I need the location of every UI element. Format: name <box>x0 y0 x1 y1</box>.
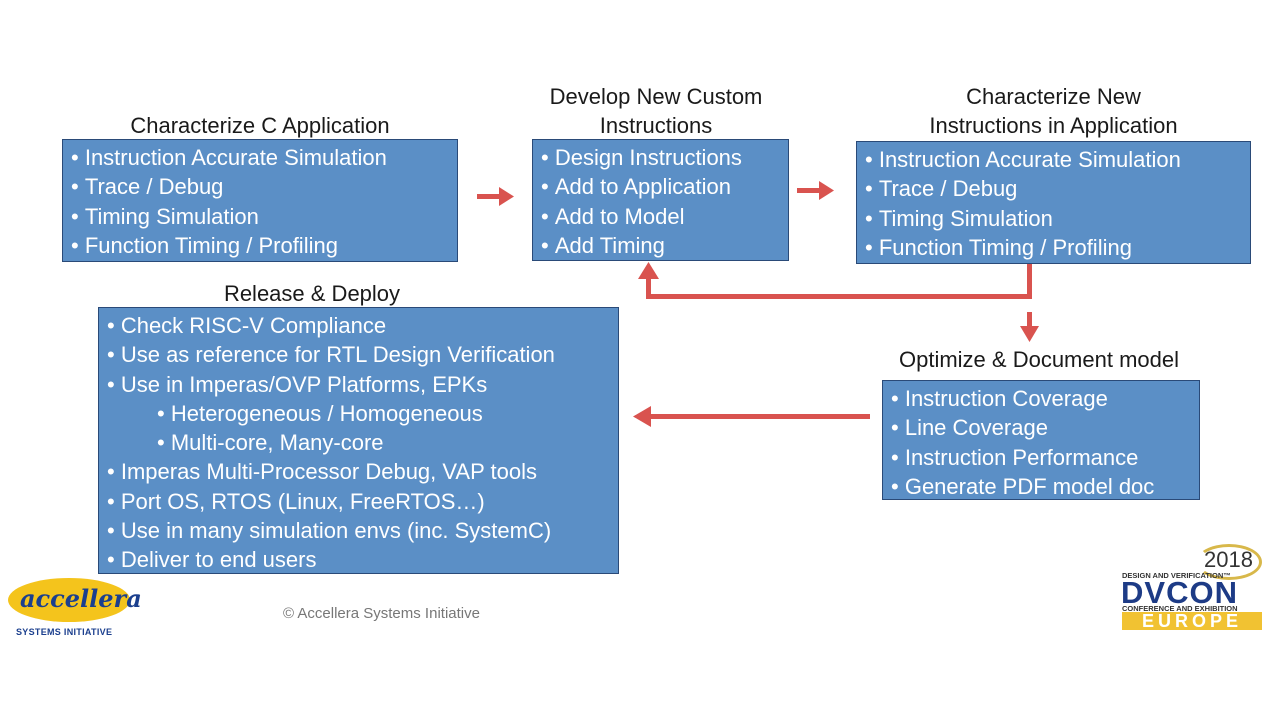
dvcon-region: EUROPE <box>1122 612 1262 630</box>
list-item: Function Timing / Profiling <box>71 231 449 260</box>
list-item: Use in Imperas/OVP Platforms, EPKs <box>107 370 610 399</box>
list-item: Deliver to end users <box>107 545 610 574</box>
release-title: Release & Deploy <box>223 281 401 306</box>
list-item: Timing Simulation <box>865 204 1242 233</box>
list-item: Trace / Debug <box>71 172 449 201</box>
logo-oval <box>8 578 130 622</box>
release-box: Check RISC-V Compliance Use as reference… <box>98 307 619 574</box>
list-item: Add Timing <box>541 231 780 260</box>
accellera-logo-word: accellera <box>20 584 142 613</box>
accellera-logo: accellera SYSTEMS INITIATIVE <box>8 576 142 640</box>
characterize-box: Instruction Accurate Simulation Trace / … <box>62 139 458 262</box>
list-item: Check RISC-V Compliance <box>107 311 610 340</box>
list-item: Trace / Debug <box>865 174 1242 203</box>
arrow-down-icon <box>1020 312 1039 342</box>
list-item: Instruction Coverage <box>891 384 1191 413</box>
list-item: Function Timing / Profiling <box>865 233 1242 262</box>
characterize-new-title: Characterize New Instructions in Applica… <box>929 84 1178 138</box>
characterize-new-box: Instruction Accurate Simulation Trace / … <box>856 141 1251 264</box>
arrow-left-icon <box>633 406 870 427</box>
dvcon-logo: 2018 DESIGN AND VERIFICATION™ DVCON CONF… <box>1118 542 1268 634</box>
list-item: Instruction Accurate Simulation <box>865 145 1242 174</box>
list-item: Design Instructions <box>541 143 780 172</box>
optimize-box: Instruction Coverage Line Coverage Instr… <box>882 380 1200 500</box>
accellera-logo-subtitle: SYSTEMS INITIATIVE <box>16 627 113 637</box>
arrow-right-icon <box>477 187 514 206</box>
list-item: Add to Model <box>541 202 780 231</box>
list-item: Add to Application <box>541 172 780 201</box>
list-item: Generate PDF model doc <box>891 472 1191 501</box>
list-item: Use in many simulation envs (inc. System… <box>107 516 610 545</box>
arrow-right-icon <box>797 181 834 200</box>
list-item: Use as reference for RTL Design Verifica… <box>107 340 610 369</box>
list-item: Instruction Accurate Simulation <box>71 143 449 172</box>
develop-box: Design Instructions Add to Application A… <box>532 139 789 261</box>
dvcon-name: DVCON <box>1121 575 1238 610</box>
characterize-title: Characterize C Application <box>130 113 390 138</box>
dvcon-tagline-top: DESIGN AND VERIFICATION™ <box>1122 571 1231 580</box>
optimize-title: Optimize & Document model <box>899 347 1179 372</box>
list-item: Instruction Performance <box>891 443 1191 472</box>
feedback-loop-arrow-icon <box>638 262 1032 299</box>
logo-ring <box>1196 544 1262 580</box>
dvcon-tagline-bottom: CONFERENCE AND EXHIBITION <box>1122 604 1238 613</box>
develop-title: Develop New Custom Instructions <box>549 84 763 138</box>
copyright-text: © Accellera Systems Initiative <box>283 605 480 622</box>
list-item: Port OS, RTOS (Linux, FreeRTOS…) <box>107 487 610 516</box>
list-subitem: Multi-core, Many-core <box>107 428 610 457</box>
list-subitem: Heterogeneous / Homogeneous <box>107 399 610 428</box>
list-item: Imperas Multi-Processor Debug, VAP tools <box>107 457 610 486</box>
list-item: Timing Simulation <box>71 202 449 231</box>
list-item: Line Coverage <box>891 413 1191 442</box>
dvcon-year: 2018 <box>1204 547 1253 572</box>
